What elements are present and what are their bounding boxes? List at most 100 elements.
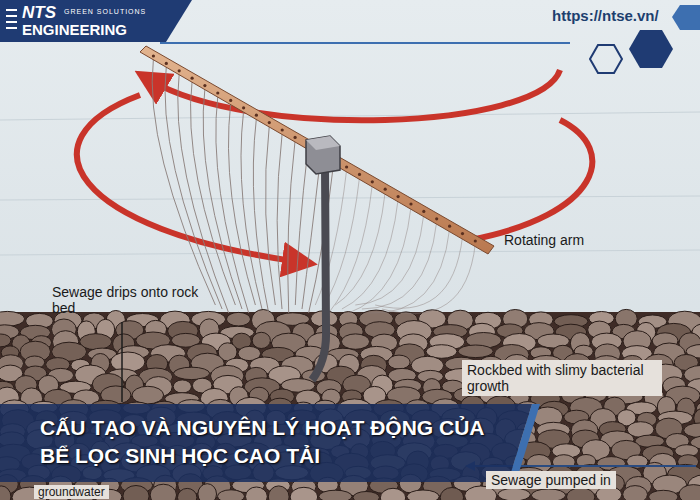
spray-line (253, 118, 268, 313)
rock (150, 484, 176, 500)
rock (407, 490, 439, 500)
rock (567, 488, 595, 500)
rock (123, 486, 149, 500)
rock (198, 484, 217, 500)
rock (174, 367, 210, 379)
part-label: Rockbed with slimy bacterial growth (462, 360, 662, 396)
arm-hole (371, 180, 374, 183)
spray-line (288, 140, 295, 313)
pivot-hub (306, 136, 340, 174)
rock (0, 334, 11, 347)
spray-line (362, 222, 437, 309)
hexagon-decoration (672, 5, 700, 30)
spray-line (191, 81, 236, 305)
rotation-arrow (470, 120, 592, 240)
arm-hole (268, 121, 271, 124)
rock (218, 490, 245, 500)
spray-line (369, 229, 450, 313)
rock (458, 345, 493, 358)
spray-line (216, 96, 249, 313)
rock (353, 492, 379, 500)
arm-hole (461, 232, 464, 235)
arm-hole (242, 106, 245, 109)
rock (440, 488, 463, 500)
spray-line (315, 170, 346, 305)
logo-text: ENGINEERING (22, 21, 127, 38)
feed-pipe (312, 165, 326, 380)
spray-line (355, 214, 424, 305)
part-label: Sewage pumped in (486, 471, 616, 489)
arm-hole (409, 202, 412, 205)
spray-line (302, 155, 321, 309)
rock (623, 486, 648, 500)
logo-tagline: GREEN SOLUTIONS (64, 8, 146, 15)
rock (319, 490, 352, 500)
arm-hole (152, 54, 155, 57)
arm-holes (152, 54, 477, 242)
arm-hole (448, 225, 451, 228)
website-url: https://ntse.vn/ (552, 7, 659, 24)
arm-hole (435, 217, 438, 220)
arm-hole (178, 69, 181, 72)
rock (498, 488, 531, 500)
leader-line (121, 322, 123, 402)
rock (0, 311, 25, 326)
rock (679, 485, 700, 500)
rock (132, 386, 164, 404)
logo-text: NTS (22, 3, 56, 23)
pivot-hub (306, 136, 340, 150)
arm-hole (229, 99, 232, 102)
spray-line (335, 192, 385, 305)
rock (268, 486, 289, 500)
rock (227, 312, 251, 326)
rock (252, 332, 270, 348)
part-label: Rotating arm (504, 232, 584, 248)
spray-line (203, 89, 242, 309)
arm-hole (255, 114, 258, 117)
rock (173, 380, 191, 393)
arm-hole (397, 195, 400, 198)
arm-hole (358, 173, 361, 176)
header-rule (160, 42, 570, 44)
rock (684, 423, 700, 438)
arm-hole (216, 91, 219, 94)
arm-hole (474, 239, 477, 242)
hexagon-decoration (590, 45, 622, 73)
rock (649, 490, 678, 500)
rotation-arrow (150, 70, 560, 120)
arm-hole (422, 210, 425, 213)
spray-line (265, 126, 275, 305)
rock (388, 355, 410, 369)
spray-line (277, 133, 282, 309)
logo-banner (0, 0, 192, 42)
rotating-arm (140, 46, 494, 254)
spray-line (375, 237, 462, 309)
rock (341, 334, 369, 349)
spray-line (241, 111, 262, 309)
rock (0, 486, 11, 500)
rock (246, 487, 268, 500)
spray-lines (152, 59, 475, 313)
hexagon-decoration (629, 30, 673, 68)
arm-hole (384, 188, 387, 191)
arm-hole (165, 62, 168, 65)
arm-hole (294, 136, 297, 139)
spray-line (329, 185, 373, 313)
rock (290, 487, 318, 500)
spray-line (295, 148, 308, 305)
rock (178, 488, 197, 500)
rock (380, 488, 405, 500)
arm-hole (345, 165, 348, 168)
arm-hole (191, 77, 194, 80)
part-label: groundwater (34, 485, 109, 499)
part-label: Sewage drips onto rock bed (52, 284, 202, 316)
rock (531, 489, 565, 500)
title-banner (0, 404, 532, 482)
logo-mark (6, 10, 17, 28)
arm-hole (281, 128, 284, 131)
spray-line (382, 244, 475, 313)
title: CẤU TẠO VÀ NGUYÊN LÝ HOẠT ĐỘNG CỦA BỂ LỌ… (40, 414, 518, 469)
arm-hole (203, 84, 206, 87)
